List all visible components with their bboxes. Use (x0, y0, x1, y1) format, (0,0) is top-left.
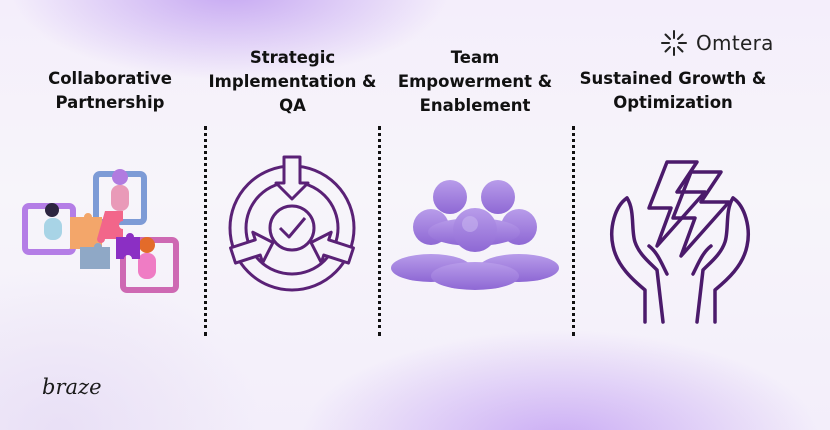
sparkle-icon (661, 30, 687, 56)
step-title-collaborative-partnership: Collaborative Partnership (48, 69, 172, 112)
step-title-team-empowerment: Team Empowerment & Enablement (397, 48, 553, 115)
omtera-logo: Omtera (660, 28, 774, 58)
team-puzzle-illustration (22, 169, 179, 293)
column-divider (378, 126, 381, 336)
column-divider (204, 126, 207, 336)
people-group-icon (391, 180, 559, 290)
cycle-check-icon (228, 155, 356, 292)
step-title-sustained-growth: Sustained Growth & Optimization (579, 69, 767, 112)
step-title-strategic-implementation: Strategic Implementation & QA (208, 48, 377, 115)
svg-text:braze: braze (42, 375, 102, 399)
hands-lightning-icon (610, 160, 750, 324)
braze-logo: braze (42, 375, 102, 399)
omtera-wordmark: Omtera (696, 31, 774, 55)
column-divider (572, 126, 575, 336)
